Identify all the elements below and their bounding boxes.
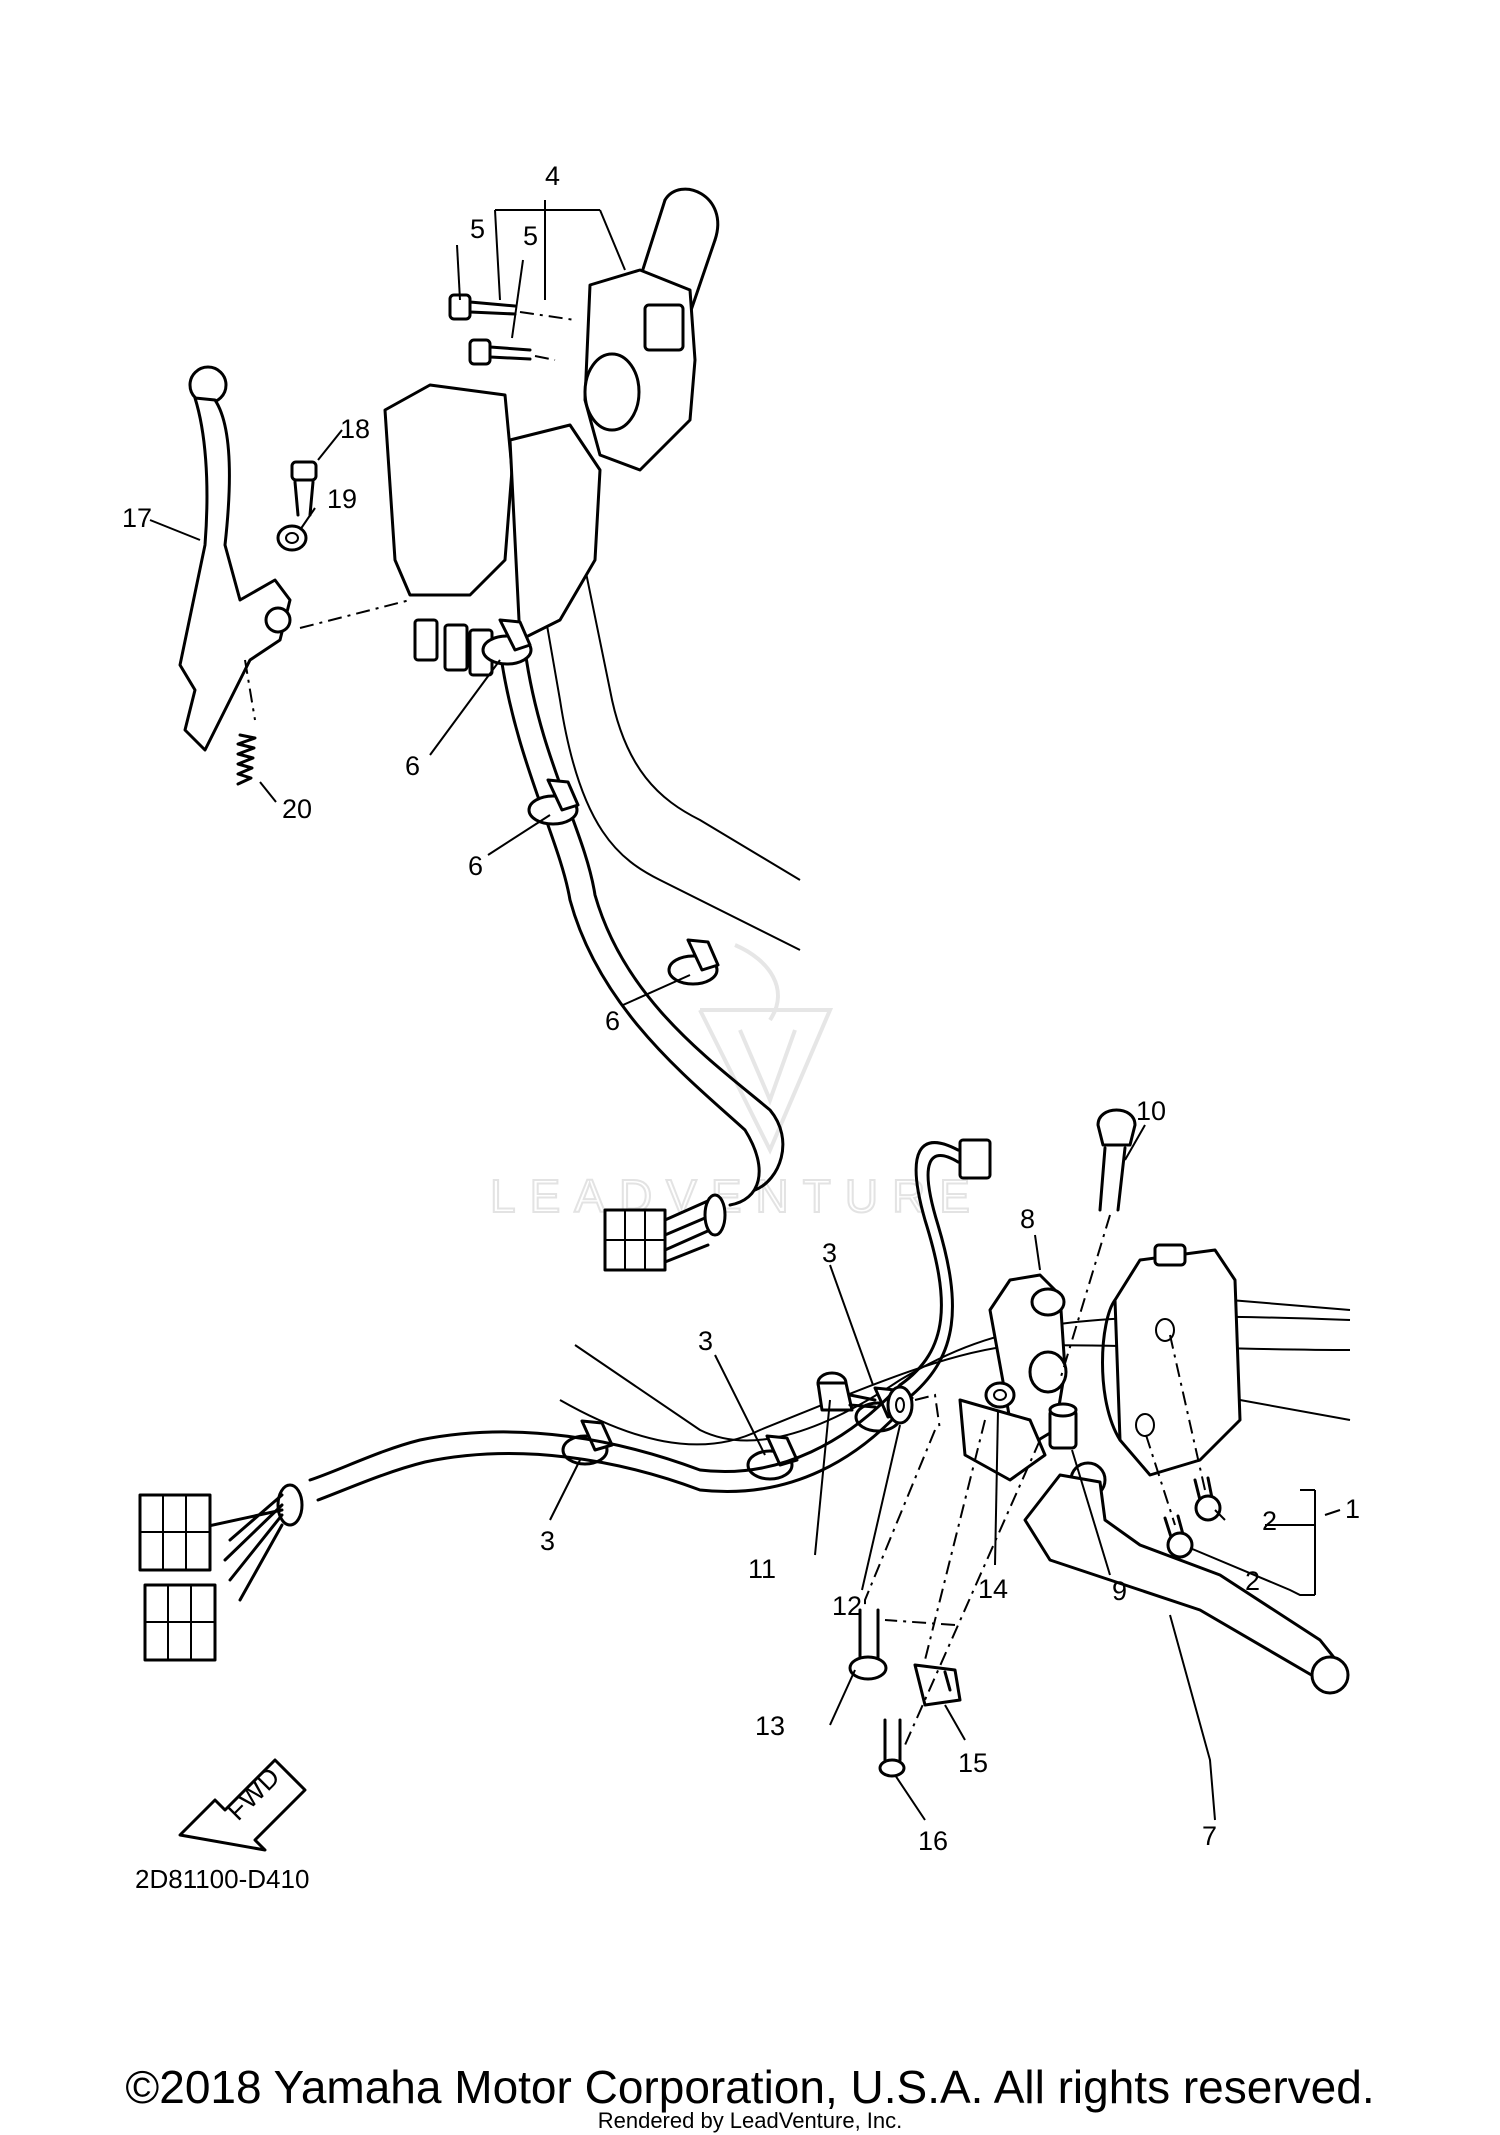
lever-17 <box>178 365 292 752</box>
nut-14 <box>984 1381 1016 1409</box>
callout-15: 15 <box>958 1748 988 1778</box>
right-switch <box>1101 1243 1242 1477</box>
leader-lines <box>149 200 1341 1821</box>
bolt-11 <box>816 1371 877 1412</box>
callout-12: 12 <box>832 1591 862 1621</box>
screw-16 <box>878 1718 906 1778</box>
callout-3c: 3 <box>540 1526 555 1556</box>
lever-7 <box>1023 1461 1350 1695</box>
callout-13: 13 <box>755 1711 785 1741</box>
callout-4: 4 <box>545 161 560 191</box>
fwd-arrow-icon: FWD <box>178 1758 307 1852</box>
callout-2b: 2 <box>1245 1566 1260 1596</box>
callout-20: 20 <box>282 794 312 824</box>
screw-5-lower <box>468 338 532 366</box>
switch-wire <box>898 1138 992 1397</box>
cable-clamp-6a <box>481 618 533 666</box>
callout-11: 11 <box>748 1554 776 1584</box>
nut-19 <box>276 524 308 552</box>
callout-3a: 3 <box>822 1238 837 1268</box>
callout-17: 17 <box>122 503 152 533</box>
callout-19: 19 <box>327 484 357 514</box>
callout-6a: 6 <box>405 751 420 781</box>
callouts: 4 5 5 18 19 17 20 6 6 6 10 8 3 3 3 1 2 2… <box>122 161 1360 1856</box>
cable-clamp-6b <box>527 778 580 826</box>
cable-clamp-6c <box>667 938 720 986</box>
callout-2a: 2 <box>1262 1506 1277 1536</box>
watermark: LEADVENTURE <box>489 943 984 1223</box>
spring-20 <box>236 733 257 786</box>
callout-14: 14 <box>978 1574 1008 1604</box>
copyright-notice: ©2018 Yamaha Motor Corporation, U.S.A. A… <box>125 2061 1375 2113</box>
washer-12 <box>886 1385 914 1425</box>
bolt-10 <box>1096 1108 1137 1212</box>
bolt-13 <box>848 1608 888 1681</box>
rendered-by-credit: Rendered by LeadVenture, Inc. <box>597 2108 903 2133</box>
watermark-text: LEADVENTURE <box>490 1170 984 1222</box>
screw-2b <box>1163 1514 1194 1559</box>
left-switch-harness <box>498 648 785 1272</box>
callout-5a: 5 <box>470 214 485 244</box>
diagram-code: 2D81100-D410 <box>135 1864 309 1894</box>
collar-9 <box>1048 1402 1078 1450</box>
callout-10: 10 <box>1136 1096 1166 1126</box>
callout-8: 8 <box>1020 1204 1035 1234</box>
callout-5b: 5 <box>523 221 538 251</box>
bolt-18 <box>290 460 318 517</box>
callout-6c: 6 <box>605 1006 620 1036</box>
callout-3b: 3 <box>698 1326 713 1356</box>
callout-9: 9 <box>1112 1576 1127 1606</box>
callout-16: 16 <box>918 1826 948 1856</box>
screw-2a <box>1193 1476 1222 1522</box>
switch-15 <box>913 1663 962 1707</box>
callout-18: 18 <box>340 414 370 444</box>
lever-holder-8 <box>958 1273 1068 1482</box>
callout-6b: 6 <box>468 851 483 881</box>
callout-1: 1 <box>1345 1494 1360 1524</box>
callout-7: 7 <box>1202 1821 1217 1851</box>
cable-clamp-3b <box>746 1434 799 1481</box>
right-switch-harness <box>138 1383 914 1662</box>
left-switch <box>383 268 697 677</box>
